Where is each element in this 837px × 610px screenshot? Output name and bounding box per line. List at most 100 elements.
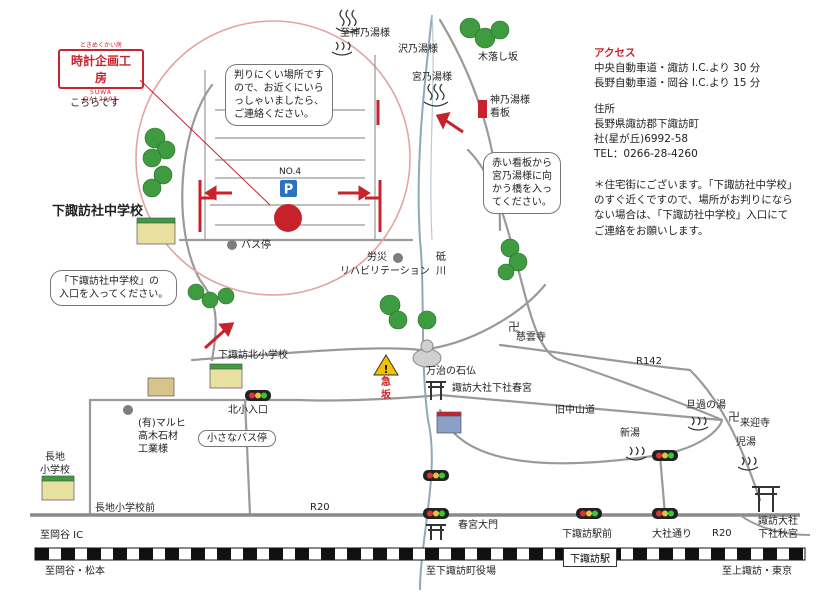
torii-gate-icon (426, 524, 446, 540)
building-icons (41, 217, 462, 501)
bubble-red-sign: 赤い看板から宮乃湯様に向かう橋を入ってください。 (483, 152, 561, 214)
traffic-light-taisha (652, 508, 678, 519)
label-station: 下諏訪駅 (563, 548, 617, 567)
label-kamisuwa: 至上諏訪・東京 (722, 566, 792, 577)
svg-text:!: ! (383, 363, 388, 376)
label-shachu-school: 下諏訪社中学校 (52, 204, 144, 219)
label-nagaji-mae: 長地小学校前 (95, 503, 155, 514)
temple-jiunji-icon: 卍 (508, 320, 520, 334)
onsen-kanno-icon (335, 9, 361, 33)
stone-buddha-icon (412, 339, 442, 368)
railway (34, 547, 806, 561)
school-icon-kita (209, 363, 243, 389)
label-miyano: 宮乃湯様 (412, 72, 452, 83)
label-maruhi-3: 工業様 (138, 444, 168, 455)
label-maruhi-1: (有)マルヒ (138, 418, 186, 429)
road-mid-east (418, 283, 547, 352)
onsen-icons (331, 9, 759, 471)
label-station-mae: 下諏訪駅前 (562, 529, 612, 540)
red-signboard (478, 100, 487, 118)
traffic-light-mid (423, 470, 449, 481)
tree-5 (497, 238, 528, 281)
access-line-1: 中央自動車道・諏訪 I.C.より 30 分 (594, 62, 761, 75)
label-okaya-matsumoto: 至岡谷・松本 (45, 566, 105, 577)
label-kyusaka-1: 急 (381, 377, 391, 388)
rosai-dot (393, 253, 403, 263)
tree-icons (142, 17, 528, 330)
road-kita-sho (190, 347, 422, 362)
label-nagaji-1: 長地 (45, 452, 65, 463)
label-kita-entrance: 北小入口 (228, 405, 268, 416)
bubble-school-entrance: 「下諏訪社中学校」の入口を入ってください。 (50, 270, 178, 306)
river-togawa (417, 14, 433, 591)
traffic-lights (245, 390, 678, 519)
road-nakasendo (88, 393, 724, 422)
logo-small-text: ときめくかい房 (79, 42, 122, 49)
destination-marker (274, 204, 302, 232)
logo-caption: こちらです (70, 98, 120, 109)
label-maruhi-2: 高木石材 (138, 431, 178, 442)
torii-akimiya-icon (752, 486, 780, 512)
label-nakasendo: 旧中山道 (555, 405, 595, 416)
address-line-1: 長野県諏訪郡下諏訪町 (594, 117, 699, 130)
road-west-loop (181, 83, 217, 362)
logo-name: 時計企画工房 (58, 49, 144, 89)
label-tansugi: 旦過の湯 (686, 400, 726, 411)
label-r20-b: R20 (712, 528, 732, 539)
label-mandara: 万治の石仏 (426, 366, 476, 377)
target-area-circle (135, 20, 411, 296)
torii-harumiya-icon (426, 381, 446, 400)
river-branch (430, 14, 434, 241)
label-taisha-dori: 大社通り (652, 529, 692, 540)
parking-icon (280, 180, 297, 197)
label-rehab: リハビリテーション (340, 266, 430, 277)
school-icon-nagaji (41, 475, 75, 501)
traffic-light-kita (245, 390, 271, 401)
access-info: アクセス 中央自動車道・諏訪 I.C.より 30 分 長野自動車道・岡谷 I.C… (594, 46, 760, 163)
residential-note: ＊住宅街にございます。「下諏訪社中学校」のすぐ近くですので、場所がお判りにならな… (594, 179, 798, 237)
logo-year-text: DAL2005 (83, 96, 119, 103)
torii-icons (426, 381, 780, 540)
road-kita-to-r20 (243, 398, 252, 517)
maruhi-dot (123, 405, 133, 415)
label-akimiya-1: 諏訪大社 (758, 516, 798, 527)
logo-sub-text: SUWA (90, 89, 112, 96)
label-r20-a: R20 (310, 502, 330, 513)
label-kiochi: 木落し坂 (478, 52, 518, 63)
label-shinyu: 新湯 (620, 428, 640, 439)
label-kyusaka-2: 坂 (381, 390, 391, 401)
address-line-2: 社(星が丘)6992-58 (594, 133, 689, 146)
label-kanno-sign-1: 神乃湯様 (490, 95, 530, 106)
label-okaya-ic: 至岡谷 IC (40, 530, 84, 541)
label-small-bus-stop: 小さなバス停 (198, 430, 276, 447)
shop-icon-harumiya (436, 411, 462, 434)
temple-raigoji-icon: 卍 (728, 410, 740, 424)
logo-pointer-line (139, 79, 271, 206)
traffic-light-shinyu (652, 450, 678, 461)
road-akimiya (739, 514, 811, 536)
shop-icon-maruhi (147, 377, 175, 397)
label-jiunji: 慈雲寺 (516, 332, 546, 343)
label-kanno-sign-2: 看板 (490, 108, 510, 119)
address-heading: 住所 (594, 102, 615, 115)
road-lower (438, 408, 724, 465)
label-town-office: 至下諏訪町役場 (426, 566, 496, 577)
road-shinyu (658, 453, 667, 517)
label-to-kanno: 至神乃湯様 (340, 28, 390, 39)
onsen-sawano-icon (331, 41, 353, 56)
direction-arrows (203, 100, 464, 350)
onsen-koyu-icon (737, 456, 759, 471)
bus-stop-dot (227, 240, 237, 250)
label-kita-school: 下諏訪北小学校 (218, 350, 288, 361)
onsen-tansugi-icon (687, 416, 709, 431)
tree-4 (459, 17, 510, 49)
access-heading: アクセス (594, 47, 636, 59)
tree-3 (187, 283, 235, 309)
label-river-1: 砥 (436, 252, 446, 263)
label-akimiya-2: 下社秋宮 (758, 529, 798, 540)
parking-symbol: P (284, 183, 294, 198)
steep-slope-warning-icon: ! (373, 354, 399, 376)
label-nagaji-2: 小学校 (40, 465, 70, 476)
access-line-2: 長野自動車道・岡谷 I.C.より 15 分 (594, 77, 761, 90)
